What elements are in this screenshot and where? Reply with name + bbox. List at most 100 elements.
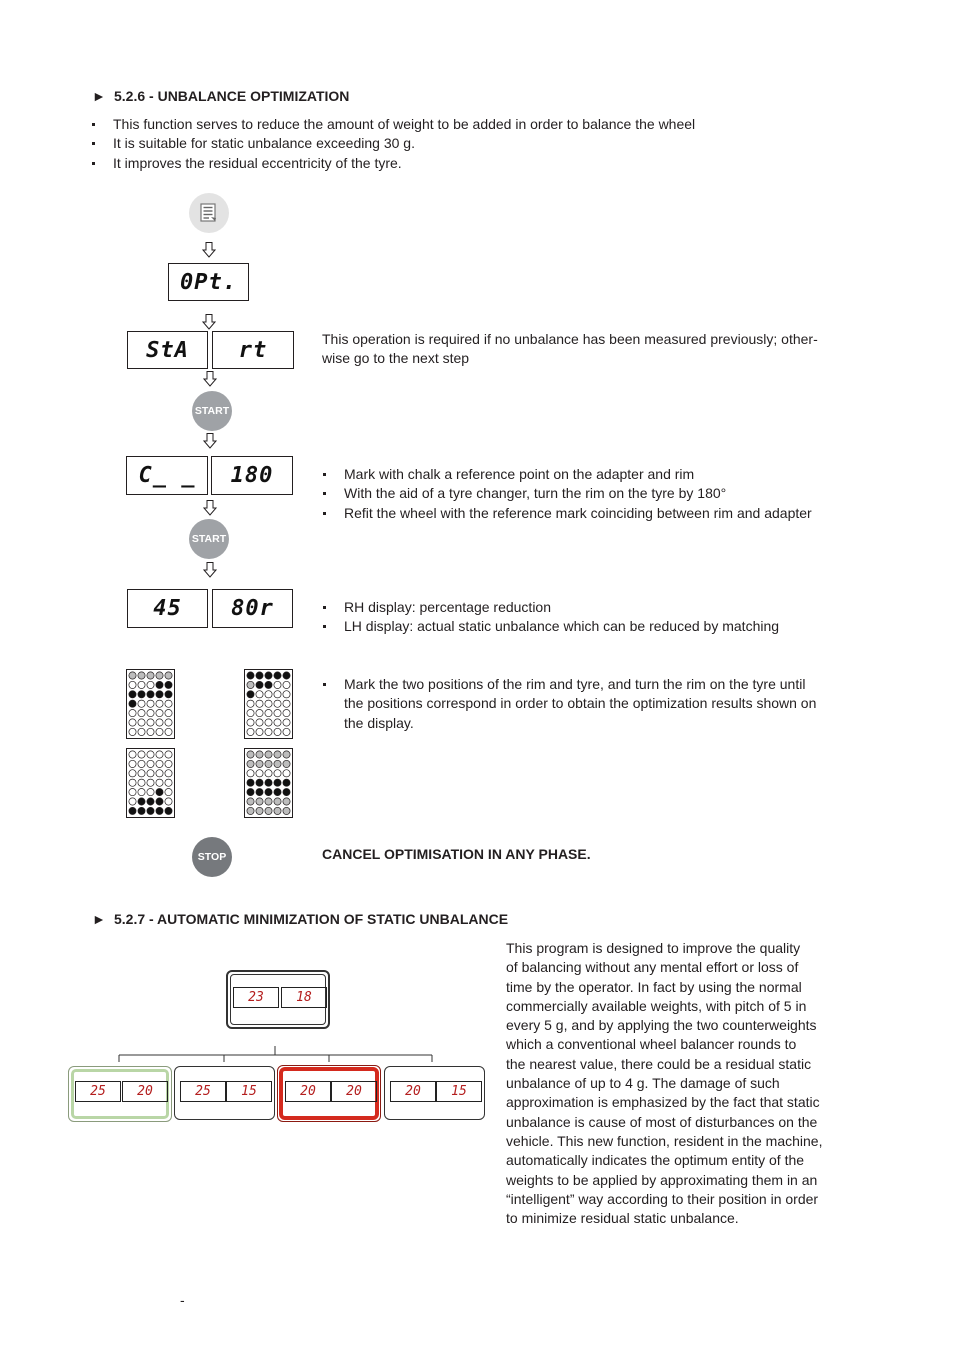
led-dot	[246, 680, 255, 689]
paragraph-line: vehicle. This new function, resident in …	[506, 1132, 823, 1149]
top-display-left: 23	[233, 987, 279, 1008]
led-dot	[137, 750, 146, 759]
led-dot	[155, 727, 164, 736]
led-dot	[137, 699, 146, 708]
led-dot	[282, 718, 291, 727]
option-1-right: 20	[122, 1081, 168, 1102]
led-dot	[255, 690, 264, 699]
mark-bullet-line: Mark the two positions of the rim and ty…	[344, 676, 806, 692]
led-dot	[146, 699, 155, 708]
led-dot	[246, 709, 255, 718]
led-dot	[137, 671, 146, 680]
led-dot	[264, 806, 273, 815]
led-dot	[273, 750, 282, 759]
stop-button[interactable]: STOP	[192, 837, 232, 877]
led-dot	[128, 788, 137, 797]
led-dot	[273, 769, 282, 778]
led-dot	[128, 699, 137, 708]
mark-bullet-line: the positions correspond in order to obt…	[344, 695, 817, 712]
down-arrow-icon	[202, 314, 216, 330]
led-dot	[255, 806, 264, 815]
led-dot	[246, 718, 255, 727]
led-dot	[264, 769, 273, 778]
led-dot	[164, 680, 173, 689]
led-dot	[273, 690, 282, 699]
paragraph-line: to minimize residual static unbalance.	[506, 1210, 739, 1227]
led-dot	[137, 769, 146, 778]
led-dot	[264, 709, 273, 718]
led-dot	[273, 727, 282, 736]
start-button[interactable]: START	[192, 391, 232, 431]
led-dot	[146, 806, 155, 815]
led-dot	[128, 680, 137, 689]
led-dot	[246, 699, 255, 708]
down-arrow-icon	[203, 500, 217, 516]
led-dot	[273, 699, 282, 708]
led-dot	[246, 750, 255, 759]
list-item: This function serves to reduce the amoun…	[91, 115, 851, 134]
led-dot	[264, 727, 273, 736]
led-dot	[128, 797, 137, 806]
led-dot	[137, 788, 146, 797]
paragraph-line: every 5 g, and by applying the two count…	[506, 1017, 817, 1034]
led-dot	[255, 718, 264, 727]
display-start-left: StA	[127, 331, 208, 369]
rotate-bullet-list: Mark with chalk a reference point on the…	[322, 465, 862, 523]
list-item: With the aid of a tyre changer, turn the…	[322, 484, 862, 503]
paragraph-line: unbalance of up to 4 g. The damage of su…	[506, 1075, 780, 1092]
menu-button[interactable]	[189, 193, 229, 233]
led-dot	[146, 769, 155, 778]
led-dot	[155, 750, 164, 759]
led-dot	[146, 727, 155, 736]
led-dot	[282, 671, 291, 680]
led-dot	[264, 797, 273, 806]
led-dot	[246, 797, 255, 806]
list-item: Refit the wheel with the reference mark …	[322, 504, 862, 523]
led-dot	[155, 806, 164, 815]
led-dot	[146, 759, 155, 768]
option-panel-2: 25 15	[174, 1066, 275, 1120]
led-dot	[164, 806, 173, 815]
start-button[interactable]: START	[189, 519, 229, 559]
led-dot	[255, 759, 264, 768]
paragraph-line: This program is designed to improve the …	[506, 940, 801, 956]
led-dot	[273, 671, 282, 680]
led-dot	[264, 690, 273, 699]
led-dot	[264, 759, 273, 768]
minimization-paragraph: This program is designed to improve the …	[506, 939, 851, 1228]
heading-arrow: ►	[92, 88, 106, 104]
start-note-line: wise go to the next step	[322, 350, 470, 367]
led-dot	[137, 806, 146, 815]
paragraph-line: automatically indicates the optimum enti…	[506, 1152, 805, 1169]
led-dot	[164, 709, 173, 718]
top-display-right: 18	[281, 987, 327, 1008]
led-dot	[155, 788, 164, 797]
section-heading-unbalance-optimization: ►5.2.6 - UNBALANCE OPTIMIZATION	[92, 88, 349, 104]
tree-connector	[118, 1046, 433, 1062]
led-dot	[282, 769, 291, 778]
led-dot	[282, 699, 291, 708]
intro-bullet-list: This function serves to reduce the amoun…	[91, 115, 851, 173]
paragraph-line: “intelligent” way according to their pos…	[506, 1190, 819, 1207]
led-matrix-bottom-left	[126, 748, 175, 818]
paragraph-line: which a conventional wheel balancer roun…	[506, 1036, 797, 1053]
led-dot	[137, 680, 146, 689]
led-dot	[155, 778, 164, 787]
led-dot	[128, 690, 137, 699]
led-dot	[155, 709, 164, 718]
led-dot	[282, 727, 291, 736]
option-4-left: 20	[390, 1081, 436, 1102]
led-dot	[264, 718, 273, 727]
down-arrow-icon	[203, 562, 217, 578]
top-display-panel: 23 18	[226, 970, 330, 1029]
led-dot	[282, 680, 291, 689]
led-dot	[255, 671, 264, 680]
option-panel-3: 20 20	[277, 1065, 381, 1122]
mark-bullet-line: the display.	[344, 714, 414, 731]
led-dot	[128, 727, 137, 736]
paragraph-line: of balancing without any mental effort o…	[506, 959, 799, 976]
option-panel-1: 25 20	[68, 1066, 172, 1122]
option-3-left: 20	[285, 1081, 331, 1102]
list-item: Mark with chalk a reference point on the…	[322, 465, 862, 484]
led-dot	[128, 750, 137, 759]
